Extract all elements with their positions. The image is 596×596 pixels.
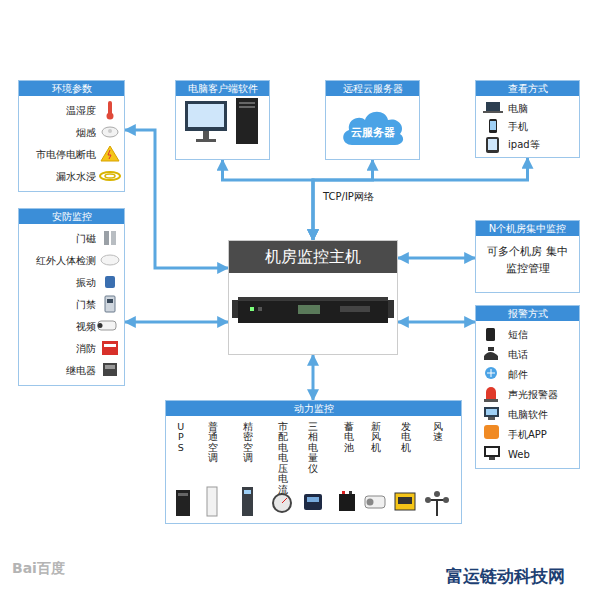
cloud-label: 云服务器 <box>340 105 406 140</box>
item-text: 邮件 <box>476 365 579 385</box>
host-box: 机房监控主机 <box>228 240 398 355</box>
alarm-icons <box>484 328 500 460</box>
connector-arrow <box>125 321 228 324</box>
item-text: 振动 <box>19 272 124 294</box>
connector-arrow <box>312 355 315 400</box>
connector-arrow <box>223 160 314 240</box>
item-text: 温湿度 <box>19 100 124 122</box>
group-heading: 动力监控 <box>166 401 461 416</box>
item-text: 漏水水浸 <box>19 166 124 188</box>
vertical-label: 普通空调 <box>208 422 218 464</box>
item-text: Web <box>476 445 579 465</box>
item-text: 视频 <box>19 316 124 338</box>
group-heading: 查看方式 <box>476 81 579 96</box>
cloud-shape: 云服务器 <box>340 105 406 149</box>
group-box: 查看方式电脑手机ipad等 <box>475 80 580 158</box>
watermark: Bai百度 <box>12 560 65 578</box>
item-text: 短信 <box>476 325 579 345</box>
watermark: 富运链动科技网 <box>446 565 565 588</box>
item-text: 门磁 <box>19 228 124 250</box>
view-icons <box>483 102 503 153</box>
item-text: 可多个机房 集中监控管理 <box>476 236 579 285</box>
group-box: 安防监控门磁红外人体检测振动门禁视频消防继电器 <box>18 208 125 386</box>
vertical-label: 风速 <box>433 422 443 443</box>
vertical-label: 精密空调 <box>243 422 253 464</box>
item-text: 电脑 <box>476 100 579 118</box>
host-heading: 机房监控主机 <box>229 241 397 273</box>
vertical-label: 市配电电压电流 <box>278 422 288 495</box>
item-text: 手机 <box>476 118 579 136</box>
group-heading: 电脑客户端软件 <box>176 81 269 96</box>
item-text: 市电停电断电 <box>19 144 124 166</box>
group-heading: 环境参数 <box>19 81 124 96</box>
group-box: 动力监控 UPS 普通空调 精密空调 市配电电压电流 三相电量仪 蓄电池 新风机 发电机 风速 <box>165 400 462 524</box>
power-icons <box>176 487 449 516</box>
connector-arrow <box>398 321 475 324</box>
group-box: 电脑客户端软件 <box>175 80 270 160</box>
connector-arrow <box>125 130 228 268</box>
item-text: 红外人体检测 <box>19 250 124 272</box>
group-heading: N个机房集中监控 <box>476 221 579 236</box>
item-text: ipad等 <box>476 136 579 154</box>
group-heading: 远程云服务器 <box>326 81 419 96</box>
item-text: 电脑软件 <box>476 405 579 425</box>
group-box: 报警方式短信电话邮件声光报警器电脑软件手机APPWeb <box>475 305 580 469</box>
item-text: 声光报警器 <box>476 385 579 405</box>
connector-arrow <box>398 257 475 260</box>
item-text: 烟感 <box>19 122 124 144</box>
vertical-label: UPS <box>176 422 186 453</box>
group-heading: 报警方式 <box>476 306 579 321</box>
group-box: N个机房集中监控可多个机房 集中监控管理 <box>475 220 580 293</box>
item-text: 手机APP <box>476 425 579 445</box>
env-icons <box>100 101 120 180</box>
item-text: 门禁 <box>19 294 124 316</box>
computer-illustration <box>185 98 258 144</box>
group-heading: 安防监控 <box>19 209 124 224</box>
group-box: 环境参数温湿度烟感市电停电断电漏水水浸 <box>18 80 125 192</box>
host-device <box>232 297 394 323</box>
vertical-label: 发电机 <box>401 422 411 453</box>
security-icons <box>98 231 120 376</box>
group-box: 远程云服务器云服务器 <box>325 80 420 160</box>
vertical-label: 蓄电池 <box>344 422 354 453</box>
vertical-label: 新风机 <box>371 422 381 453</box>
item-text: 继电器 <box>19 360 124 382</box>
item-text: 电话 <box>476 345 579 365</box>
edge-label: TCP/IP网络 <box>321 190 376 204</box>
item-text: 消防 <box>19 338 124 360</box>
vertical-label: 三相电量仪 <box>308 422 318 474</box>
